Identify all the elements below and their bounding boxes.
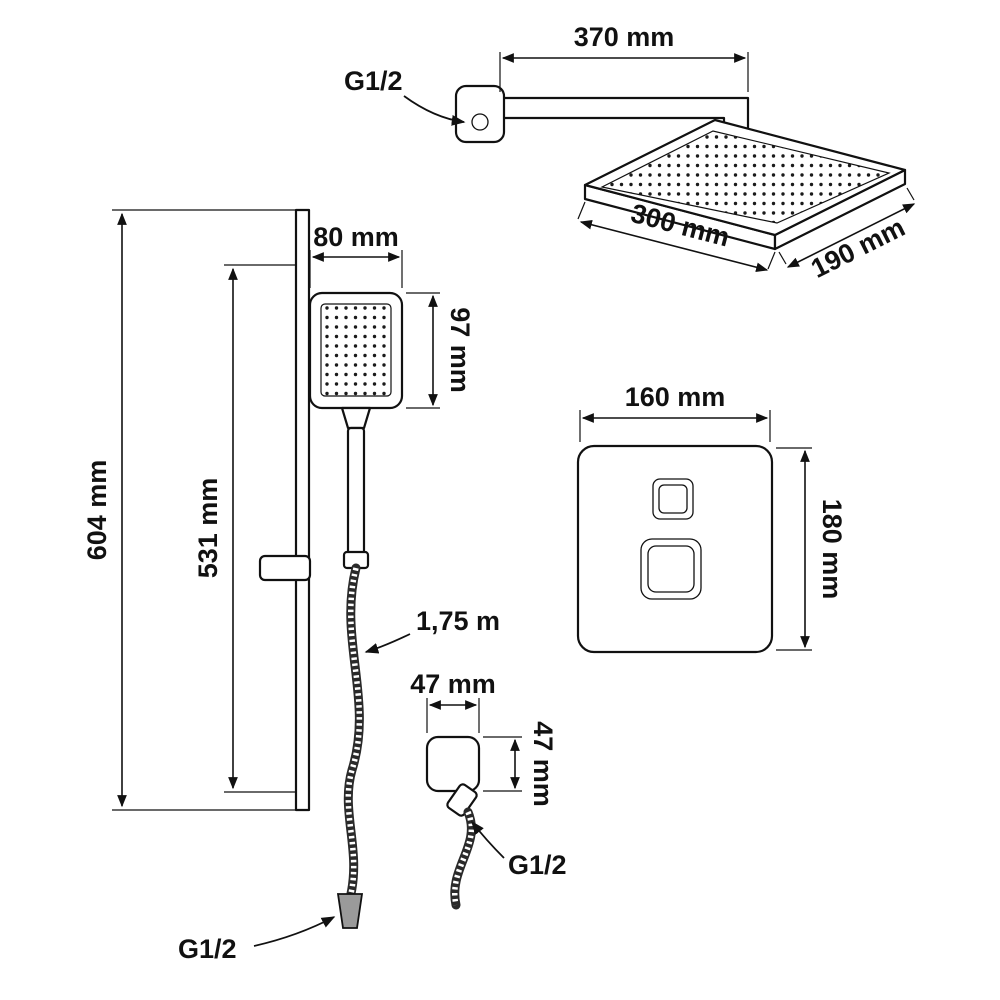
leader-hose-length [364, 633, 411, 654]
dim-label-plate-height: 180 mm [817, 499, 847, 600]
dim-line [579, 220, 769, 272]
dim-label-arm-length: 370 mm [574, 22, 675, 52]
dim-bar-travel: 531 mm [193, 264, 296, 793]
dim-label-outlet-height: 47 mm [528, 721, 558, 807]
ext-line [577, 201, 586, 220]
wall-outlet [425, 735, 481, 910]
leader-outlet-thread [471, 820, 505, 859]
mixer-control-knob [640, 538, 702, 600]
callout-hose-length: 1,75 m [364, 606, 500, 654]
dim-label-hand-height: 97 mm [445, 307, 475, 393]
label-hose-length: 1,75 m [416, 606, 500, 636]
mixer-diverter-button-inner [658, 484, 688, 514]
mixer-diverter-button [652, 478, 694, 520]
dim-hand-height: 97 mm [406, 292, 475, 409]
wall-outlet-connector [446, 783, 478, 817]
label-arm-thread: G1/2 [344, 66, 403, 96]
hand-shower [258, 291, 404, 582]
dim-hand-width: 80 mm [309, 222, 403, 288]
mixer-plate-body [576, 444, 774, 654]
callout-outlet-thread: G1/2 [471, 820, 567, 880]
hand-shower-handle [346, 426, 366, 556]
hose-path [343, 563, 364, 903]
dim-outlet-height: 47 mm [483, 721, 558, 807]
dim-label-bar-overall: 604 mm [82, 460, 112, 561]
wall-outlet-body [425, 735, 481, 793]
dim-bar-overall: 604 mm [82, 209, 296, 811]
ext-line [778, 251, 787, 265]
arm-thread-hole [471, 113, 489, 131]
leader-hose-thread [253, 916, 336, 947]
label-outlet-thread: G1/2 [508, 850, 567, 880]
mixer-plate [576, 444, 774, 654]
dim-label-plate-width: 160 mm [625, 382, 726, 412]
hand-shower-neck [340, 406, 372, 430]
outlet-hose-coils [452, 810, 475, 906]
hand-shower-nozzle-field [320, 303, 392, 397]
dim-label-outlet-width: 47 mm [410, 669, 496, 699]
leader-arm-thread [403, 95, 466, 126]
callout-arm-thread: G1/2 [344, 66, 466, 126]
hose-end-connector [336, 893, 364, 929]
dim-plate-width: 160 mm [579, 382, 771, 442]
label-hose-thread: G1/2 [178, 934, 237, 964]
shower-head-nozzle-field [600, 130, 891, 224]
dim-label-hand-width: 80 mm [313, 222, 399, 252]
dim-outlet-width: 47 mm [410, 669, 496, 733]
dim-label-bar-travel: 531 mm [193, 478, 223, 579]
callout-hose-thread: G1/2 [178, 916, 336, 964]
dim-arm-length: 370 mm [499, 22, 749, 92]
dim-line [786, 203, 916, 268]
dim-plate-height: 180 mm [776, 447, 847, 651]
slide-bar [294, 208, 311, 812]
ext-line [767, 251, 776, 270]
mixer-control-knob-inner [647, 545, 695, 593]
shower-arm-assembly [454, 84, 907, 251]
shower-hose [336, 563, 364, 929]
ext-line [906, 187, 915, 201]
slider-bracket [258, 554, 312, 582]
